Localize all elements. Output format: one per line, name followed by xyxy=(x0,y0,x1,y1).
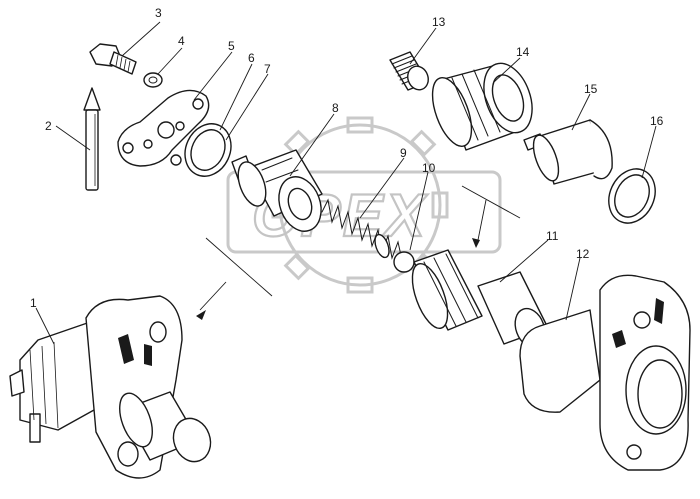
part-11-valve-body xyxy=(411,249,549,349)
callout-7: 7 xyxy=(264,62,271,76)
callout-4: 4 xyxy=(178,34,185,48)
callout-13: 13 xyxy=(432,15,446,29)
part-16-seal-ring xyxy=(608,168,656,224)
part-2-pin xyxy=(83,87,101,191)
axis-lines xyxy=(196,185,521,320)
part-10-ball xyxy=(393,251,415,273)
part-5-gasket-plate xyxy=(117,89,210,167)
callout-9: 9 xyxy=(400,146,407,160)
callout-12: 12 xyxy=(576,247,590,261)
callout-15: 15 xyxy=(584,82,598,96)
callout-6: 6 xyxy=(248,51,255,65)
part-13-spring xyxy=(389,51,429,91)
callout-labels: 3 4 5 6 7 2 8 9 10 13 14 15 16 11 12 1 xyxy=(30,6,664,310)
part-12-housing xyxy=(519,274,691,471)
callout-2: 2 xyxy=(45,119,52,133)
callout-10: 10 xyxy=(422,161,436,175)
callout-5: 5 xyxy=(228,39,235,53)
part-7-seal-ring xyxy=(184,123,232,177)
part-8-sleeve xyxy=(231,149,323,232)
leader-lines xyxy=(35,21,657,345)
part-1-housing xyxy=(9,295,212,479)
callout-1: 1 xyxy=(30,296,37,310)
callout-14: 14 xyxy=(516,45,530,59)
part-3-bolt xyxy=(89,43,137,75)
callout-3: 3 xyxy=(155,6,162,20)
watermark-frame xyxy=(226,170,502,254)
callout-8: 8 xyxy=(332,101,339,115)
part-15-valve xyxy=(523,119,613,185)
part-6-ball xyxy=(170,154,182,166)
callout-11: 11 xyxy=(546,229,559,243)
part-14-ribbed-cylinder xyxy=(431,62,533,151)
callout-16: 16 xyxy=(650,114,664,128)
part-4-washer xyxy=(143,72,163,88)
part-9-spring xyxy=(321,198,403,261)
